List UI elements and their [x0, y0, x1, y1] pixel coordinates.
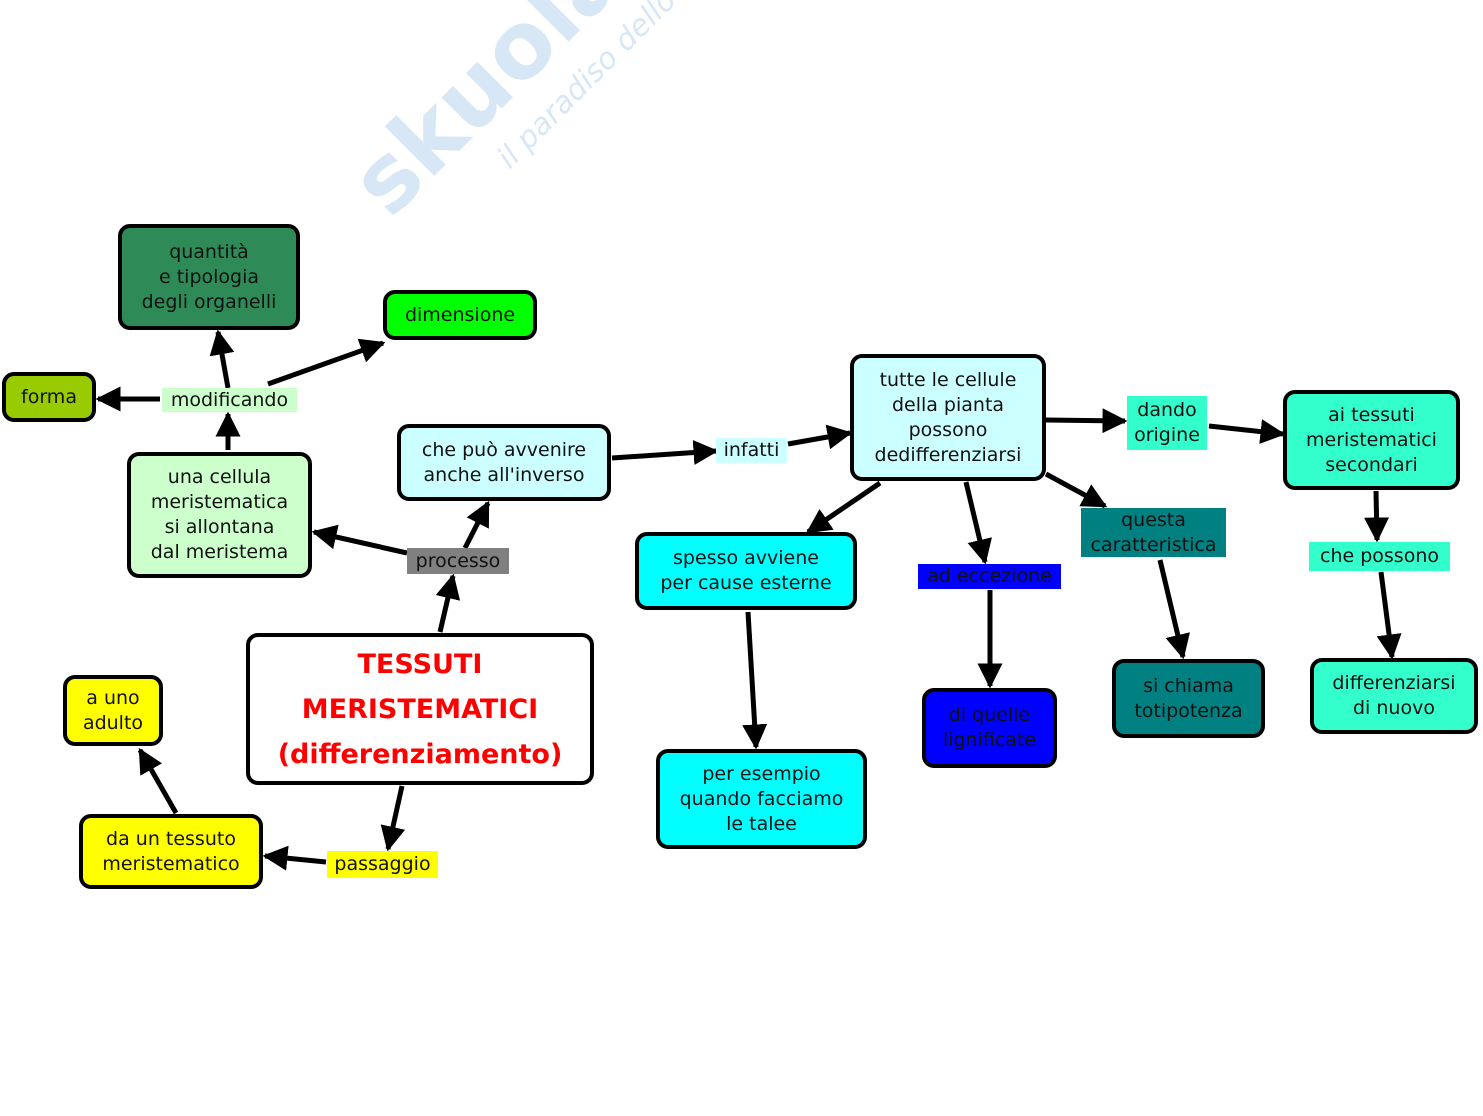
arrow	[462, 500, 491, 550]
node-lignificate[interactable]: di quelle lignificate	[922, 688, 1057, 768]
node-ai-tessuti[interactable]: ai tessuti meristematici secondari	[1283, 390, 1460, 490]
arrow	[742, 611, 768, 750]
node-spesso[interactable]: spesso avviene per cause esterne	[635, 532, 857, 610]
arrow	[787, 424, 853, 450]
link-ad-eccezione[interactable]: ad eccezione	[918, 564, 1061, 589]
node-tutte-le-cellule[interactable]: tutte le cellule della pianta possono de…	[850, 354, 1046, 481]
arrow	[1045, 408, 1128, 434]
arrow	[1376, 571, 1402, 660]
arrow	[380, 785, 406, 852]
arrow	[311, 524, 408, 556]
node-differenziarsi[interactable]: differenziarsi di nuovo	[1310, 658, 1478, 734]
node-inverso[interactable]: che può avvenire anche all'inverso	[397, 424, 611, 501]
arrow	[435, 573, 461, 633]
arrow	[1364, 490, 1390, 543]
arrow	[137, 747, 179, 815]
node-adulto[interactable]: a uno adulto	[63, 675, 163, 746]
link-questa-caratteristica[interactable]: questa caratteristica	[1081, 508, 1226, 557]
node-dimensione[interactable]: dimensione	[383, 290, 537, 340]
node-esempio[interactable]: per esempio quando facciamo le talee	[656, 749, 867, 849]
node-totipotenza[interactable]: si chiama totipotenza	[1112, 659, 1265, 738]
arrow	[611, 440, 719, 465]
node-forma[interactable]: forma	[2, 372, 96, 422]
link-infatti[interactable]: infatti	[716, 438, 787, 463]
arrow	[262, 845, 327, 871]
link-modificando[interactable]: modificando	[162, 388, 297, 412]
link-passaggio[interactable]: passaggio	[327, 851, 438, 878]
arrow	[1157, 559, 1190, 660]
arrow	[805, 480, 882, 535]
link-che-possono[interactable]: che possono	[1309, 542, 1450, 571]
arrow	[1208, 419, 1286, 445]
node-quantita[interactable]: quantità e tipologia degli organelli	[118, 224, 300, 330]
arrow	[963, 481, 992, 565]
arrow	[1044, 471, 1108, 509]
arrow	[267, 338, 386, 387]
node-da-tessuto[interactable]: da un tessuto meristematico	[79, 814, 263, 889]
node-cellula[interactable]: una cellula meristematica si allontana d…	[127, 452, 312, 578]
arrow	[209, 329, 235, 389]
central-topic-node[interactable]: TESSUTI MERISTEMATICI (differenziamento)	[246, 633, 594, 785]
link-processo[interactable]: processo	[407, 548, 509, 574]
link-dando-origine[interactable]: dando origine	[1127, 396, 1207, 450]
